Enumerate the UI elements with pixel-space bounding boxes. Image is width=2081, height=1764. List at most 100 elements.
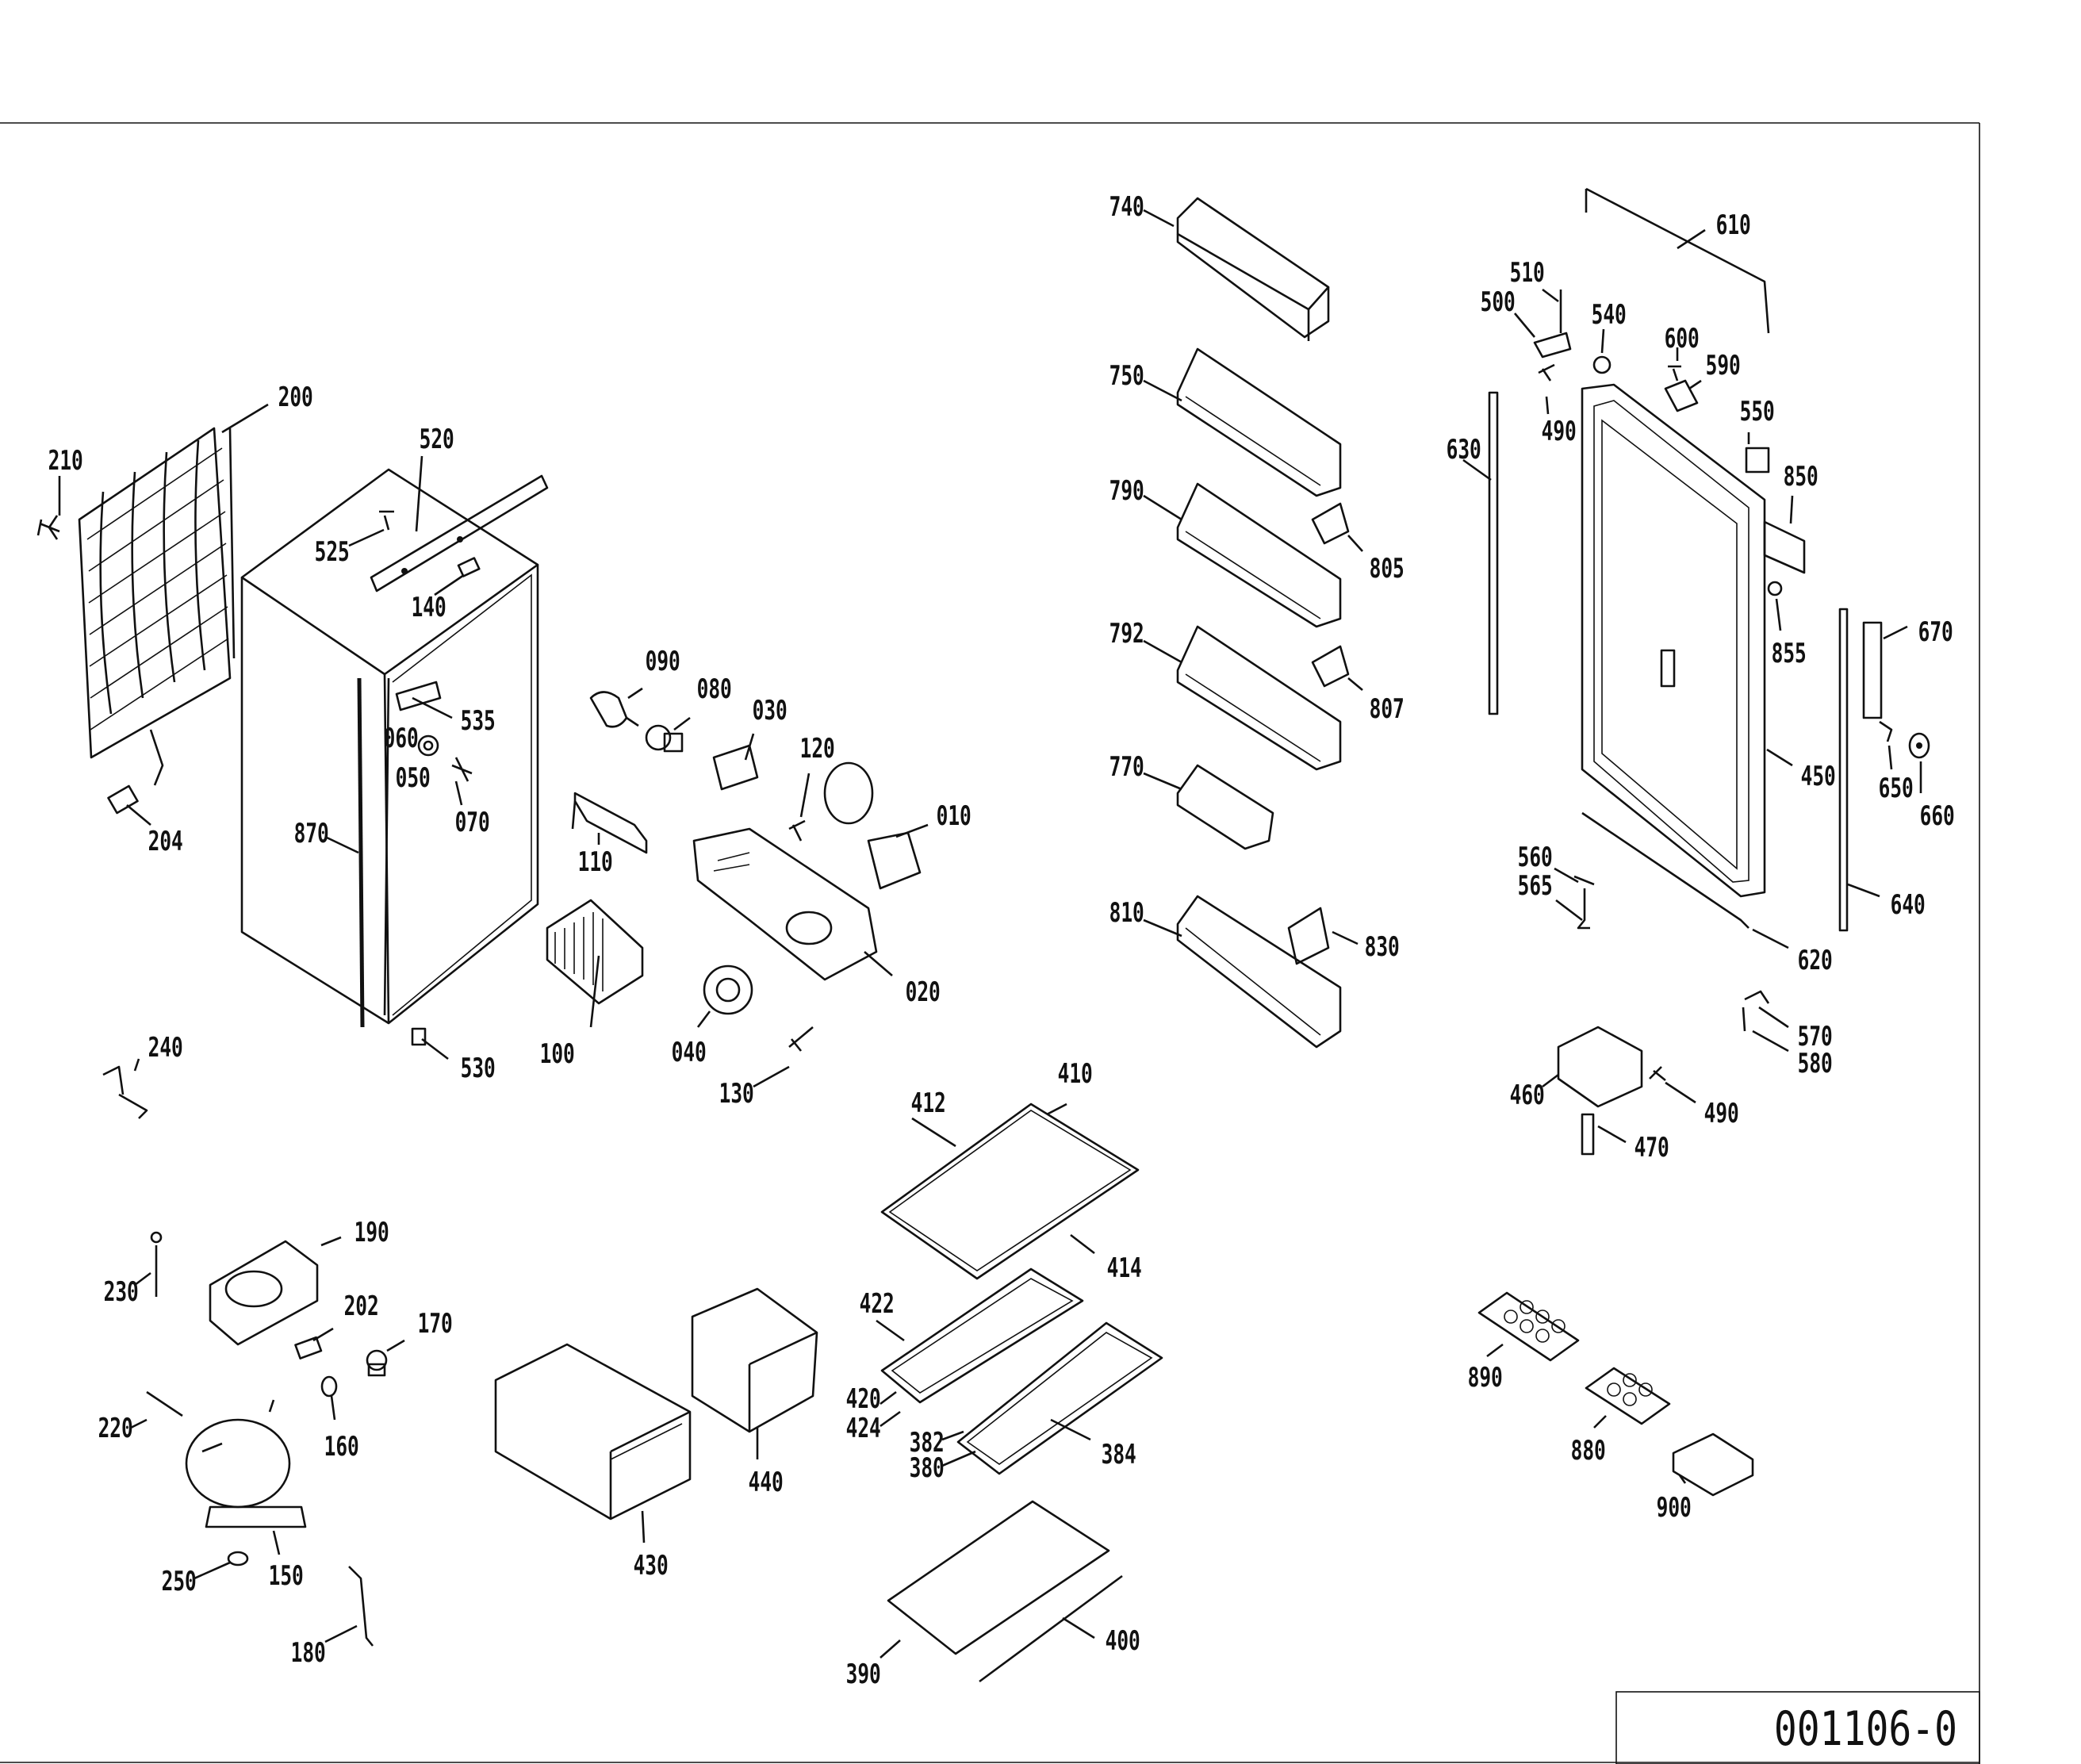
part-070 [451, 757, 473, 782]
callout-390: 390 [846, 1659, 881, 1689]
callout-190: 190 [354, 1217, 389, 1248]
callout-560: 560 [1518, 842, 1553, 872]
callout-160: 160 [324, 1431, 359, 1462]
callout-565: 565 [1518, 870, 1553, 901]
callout-130: 130 [719, 1078, 754, 1109]
part-080 [645, 724, 684, 753]
callout-412: 412 [911, 1087, 946, 1118]
callout-090: 090 [646, 646, 680, 677]
callout-530: 530 [461, 1053, 496, 1083]
callout-070: 070 [455, 807, 490, 838]
bin-770-part [1176, 764, 1274, 850]
part-030 [712, 744, 759, 791]
callout-080: 080 [697, 673, 732, 704]
part-807 [1311, 645, 1350, 688]
callout-020: 020 [906, 976, 941, 1007]
callout-120: 120 [800, 733, 835, 764]
part-120 [788, 819, 806, 842]
callout-520: 520 [420, 424, 454, 454]
callout-640: 640 [1891, 889, 1926, 920]
callout-410: 410 [1058, 1058, 1093, 1089]
callout-570: 570 [1798, 1021, 1833, 1052]
callout-430: 430 [634, 1550, 669, 1581]
callout-050: 050 [396, 762, 431, 793]
callout-220: 220 [98, 1413, 133, 1444]
callout-420: 420 [846, 1383, 881, 1414]
part-010 [823, 761, 922, 890]
callout-810: 810 [1109, 897, 1144, 928]
callout-422: 422 [860, 1288, 895, 1319]
callout-805: 805 [1370, 553, 1405, 584]
part-530 [411, 1027, 427, 1046]
rail-630-part [1488, 391, 1499, 715]
callout-790: 790 [1109, 475, 1144, 506]
glass-390-part [887, 1500, 1110, 1655]
part-650 [1879, 720, 1893, 742]
callout-230: 230 [104, 1276, 139, 1307]
callout-550: 550 [1740, 396, 1775, 427]
part-805 [1311, 502, 1350, 545]
part-590 [1664, 379, 1699, 412]
part-202 [294, 1336, 323, 1359]
screw-210-part [36, 515, 60, 540]
part-560-565 [1573, 875, 1595, 930]
door-450-part [1581, 383, 1766, 898]
callout-140: 140 [412, 592, 446, 623]
bin-440-part [691, 1287, 818, 1433]
part-230 [150, 1231, 163, 1297]
part-535 [395, 681, 442, 711]
part-140 [457, 557, 481, 577]
part-490b [1649, 1066, 1666, 1082]
part-850 [1763, 520, 1806, 574]
callout-620: 620 [1798, 945, 1833, 976]
callout-650: 650 [1879, 773, 1914, 803]
callout-450: 450 [1801, 761, 1836, 792]
callout-200: 200 [278, 382, 313, 412]
callout-535: 535 [461, 705, 496, 736]
callout-470: 470 [1635, 1132, 1669, 1163]
callout-610: 610 [1716, 209, 1751, 240]
callout-240: 240 [148, 1032, 183, 1063]
callout-890: 890 [1468, 1362, 1503, 1393]
callout-030: 030 [753, 695, 788, 726]
cabinet-part [240, 468, 539, 1028]
callout-490b: 490 [1704, 1098, 1739, 1129]
callout-870: 870 [294, 818, 329, 849]
part-470 [1581, 1113, 1595, 1156]
callout-525: 525 [315, 536, 350, 567]
parts-illustrations [36, 187, 1930, 1683]
callout-040: 040 [672, 1037, 707, 1068]
callout-660: 660 [1920, 800, 1955, 831]
callout-580: 580 [1798, 1048, 1833, 1079]
callout-384: 384 [1102, 1439, 1136, 1470]
crisper-430-part [494, 1343, 692, 1520]
callout-830: 830 [1365, 931, 1400, 962]
strip-400-part [979, 1574, 1123, 1683]
callout-180: 180 [291, 1637, 326, 1668]
rail-620-part [1581, 811, 1749, 929]
part-160 [320, 1375, 338, 1398]
part-570-580 [1742, 990, 1770, 1032]
rail-610-part [1585, 187, 1770, 334]
callout-424: 424 [846, 1413, 881, 1444]
part-490a [1538, 363, 1555, 382]
shelf-420-part [880, 1267, 1084, 1404]
callout-510: 510 [1510, 257, 1545, 288]
tray-880-part [1585, 1367, 1671, 1425]
callout-110: 110 [578, 846, 613, 877]
part-540 [1592, 355, 1612, 374]
bin-750-part [1176, 347, 1342, 497]
bin-810-part [1176, 895, 1342, 1049]
tray-890-part [1477, 1291, 1580, 1362]
compressor-150-part [185, 1399, 307, 1528]
callout-630: 630 [1447, 434, 1481, 465]
callout-380: 380 [910, 1452, 945, 1483]
drawing-frame: 001106-0 [0, 122, 1980, 1764]
part-240 [102, 1065, 148, 1119]
callout-792: 792 [1109, 618, 1144, 649]
callout-460: 460 [1510, 1079, 1545, 1110]
part-170 [366, 1349, 388, 1377]
callout-100: 100 [540, 1038, 575, 1069]
callout-880: 880 [1571, 1435, 1606, 1466]
